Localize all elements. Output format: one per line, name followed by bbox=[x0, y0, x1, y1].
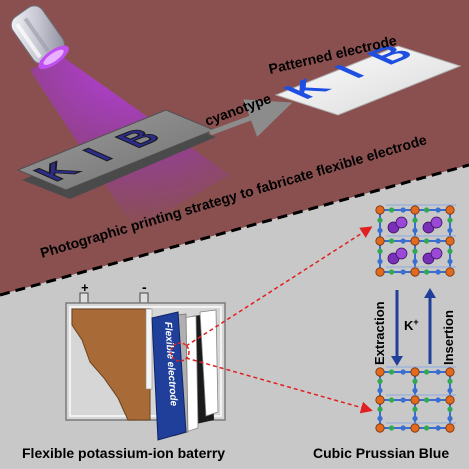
positive-terminal-label: + bbox=[81, 280, 89, 295]
panel-divider bbox=[0, 163, 469, 297]
prussian-blue-caption: Cubic Prussian Blue bbox=[313, 445, 449, 461]
zoom-arrow-top bbox=[185, 226, 373, 347]
photomask-plate: K I B bbox=[16, 109, 216, 199]
cyanotype-arrow bbox=[209, 99, 293, 137]
insertion-arrowhead bbox=[424, 288, 436, 298]
patterned-electrode: K I B bbox=[273, 40, 462, 116]
extraction-label: Extraction bbox=[372, 301, 387, 365]
battery-caption: Flexible potassium-ion baterry bbox=[22, 445, 225, 461]
zoom-arrow-bottom bbox=[185, 357, 373, 414]
crystal-structure-depotassiated bbox=[375, 366, 456, 433]
flexible-electrode-sheet bbox=[151, 311, 187, 441]
insertion-label: Insertion bbox=[441, 310, 456, 365]
magnified-region-marker bbox=[170, 342, 190, 362]
flexible-battery-illustration: + - Flexible electrode bbox=[65, 279, 226, 441]
crystal-structure-potassiated bbox=[375, 204, 456, 277]
negative-terminal-label: - bbox=[142, 279, 147, 295]
extraction-arrowhead bbox=[391, 356, 403, 366]
potassium-ion-label: K+ bbox=[404, 317, 419, 333]
